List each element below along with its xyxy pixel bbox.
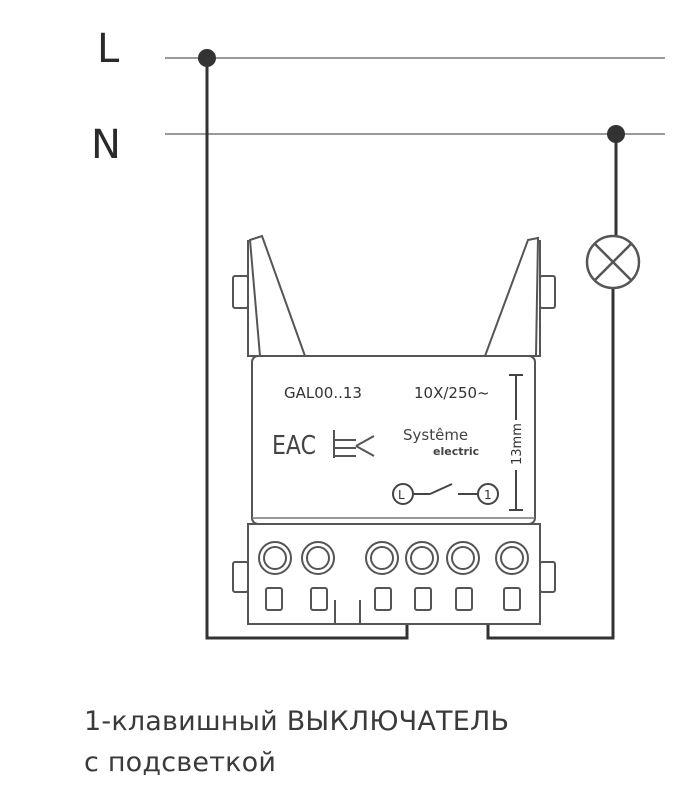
neutral-label: N [91,122,121,168]
clamp-symbol-icon [333,430,375,458]
terminal-out-label: 1 [484,488,492,502]
lamp-icon [585,234,641,290]
depth-dimension [509,374,523,511]
rating-label: 10X/250~ [414,384,490,402]
terminal-screws [258,541,529,625]
terminal-in-label: L [398,488,405,502]
line-label: L [97,26,120,72]
switch-mechanism [232,234,556,625]
caption-line-1: 1-клавишный ВЫКЛЮЧАТЕЛЬ [84,706,510,737]
brand-bottom: electric [433,445,479,458]
brand-top: Systême [403,426,468,444]
eac-mark: EAC [272,431,316,461]
caption-line-2: с подсветкой [84,747,277,778]
depth-label: 13mm [510,423,525,465]
model-label: GAL00..13 [284,384,362,402]
switch-symbol [392,483,499,505]
